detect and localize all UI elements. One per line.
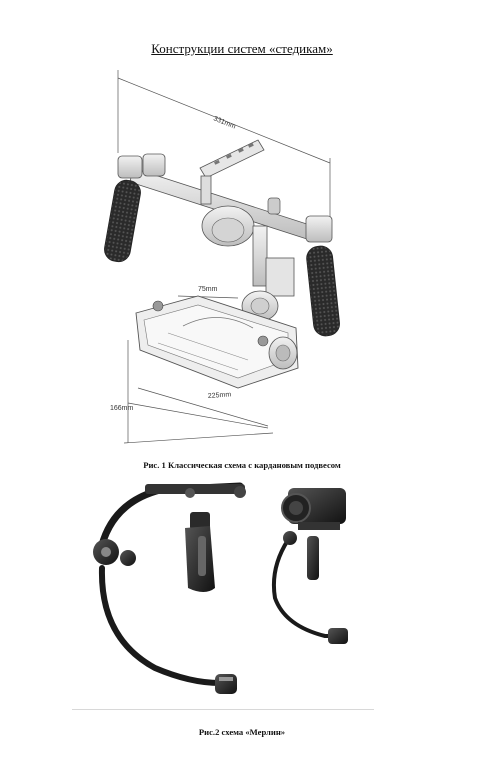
figure2-divider (72, 709, 374, 710)
merlin-large (93, 482, 246, 694)
merlin-with-camera (271, 488, 348, 644)
dimension-331mm: 331mm (212, 115, 236, 130)
figure1-caption: Рис. 1 Классическая схема с кардановым п… (143, 460, 341, 470)
dimension-75mm: 75mm (198, 286, 218, 293)
figure2-caption: Рис.2 схема «Мерлин» (198, 727, 286, 737)
dimension-225mm: 225mm (208, 391, 232, 400)
top-rail (199, 139, 265, 205)
gimbal-stabilizer-drawing: 331mm 75mm 147mm 225mm 166mm (104, 70, 340, 444)
right-handle (305, 215, 340, 337)
merlin-stabilizer-photo (93, 482, 348, 694)
dimension-166mm: 166mm (110, 405, 134, 412)
gimbal-motor (201, 197, 295, 322)
camera-base-plate (135, 295, 299, 389)
page-title: Конструкции систем «стедикам» (151, 41, 333, 56)
left-handle (104, 153, 166, 263)
